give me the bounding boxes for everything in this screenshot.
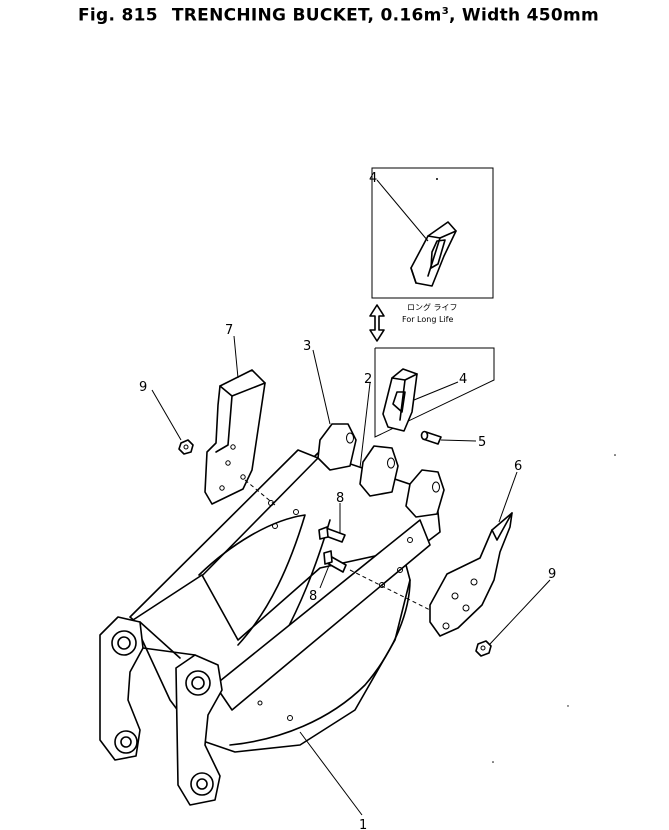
callout-3: 3 — [303, 339, 311, 354]
figure-number: Fig. 815 — [78, 5, 158, 26]
leader-3 — [312, 349, 331, 425]
callout-9-left: 9 — [139, 380, 147, 395]
side-cutter-left: 7 — [204, 323, 266, 505]
assembly-lines — [244, 479, 441, 616]
nut-right: 9 — [475, 567, 556, 657]
callout-1: 1 — [359, 818, 367, 830]
callout-9-right: 9 — [548, 567, 556, 582]
interchange-arrow — [369, 304, 385, 342]
leader-4-tooth — [413, 381, 459, 401]
callout-2: 2 — [364, 372, 372, 387]
bucket-capacity: 0.16m — [380, 5, 442, 26]
leader-6 — [498, 471, 518, 523]
bolt-upper: 8 — [318, 491, 346, 543]
bolt-lower: 8 — [309, 550, 347, 604]
leader-2 — [359, 382, 371, 469]
nut-left: 9 — [139, 380, 194, 455]
figure-title: Fig. 815 TRENCHING BUCKET, 0.16m3, Width … — [78, 2, 599, 26]
leader-1 — [299, 731, 363, 816]
leader-4-inset — [376, 179, 429, 242]
capacity-superscript: 3 — [441, 6, 449, 17]
callout-8-upper: 8 — [336, 491, 344, 506]
callout-4-tooth: 4 — [459, 372, 467, 387]
callout-5: 5 — [478, 435, 486, 450]
figure-name: TRENCHING BUCKET, — [171, 5, 375, 26]
callout-6: 6 — [514, 459, 522, 474]
scan-specks — [436, 178, 616, 763]
adapters: 3 — [303, 339, 445, 518]
standard-tooth-drawing — [382, 368, 418, 432]
callout-7: 7 — [225, 323, 233, 338]
note-for-long-life: For Long Life — [402, 315, 453, 324]
note-japanese: ロング ライフ — [407, 302, 458, 312]
callout-4-inset: 4 — [369, 171, 377, 186]
bucket-body: 1 — [99, 449, 441, 830]
cutting-edge: 2 — [359, 372, 372, 469]
long-life-inset: 4 ロング ライフ For Long Life — [369, 167, 494, 324]
standard-tooth-frame: 4 — [374, 347, 495, 438]
long-life-tooth-drawing — [410, 221, 457, 287]
leader-7 — [233, 335, 239, 379]
bucket-width: , Width 450mm — [448, 5, 600, 26]
callout-8-lower: 8 — [309, 589, 317, 604]
side-cutter-right: 6 — [429, 459, 522, 637]
tooth-pin: 5 — [420, 430, 486, 450]
inset-frame — [371, 167, 494, 299]
